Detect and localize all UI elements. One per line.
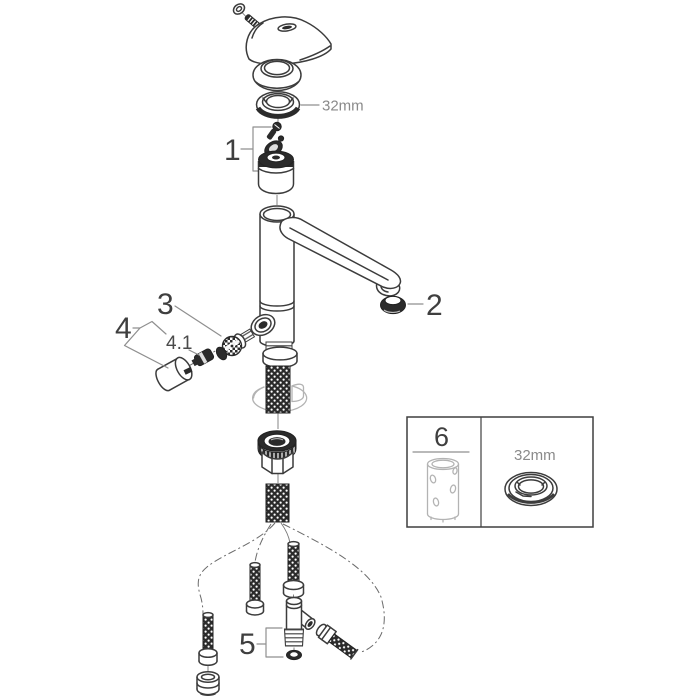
part-label-5: 5 (239, 628, 256, 661)
part-label-6: 6 (434, 422, 449, 452)
hose-connector-right (315, 623, 359, 660)
part-3-callout: 3 (157, 288, 222, 337)
flow-control-cap (155, 356, 193, 392)
part-4-callout: 4 (115, 312, 169, 369)
side-valve (215, 328, 256, 361)
flow-restrictor-4-1 (191, 348, 215, 367)
ring-nut-32mm (255, 90, 301, 119)
socket-tool (426, 457, 460, 523)
dome-cap (252, 58, 302, 92)
hose-routing-lines (197, 522, 385, 653)
aerator (380, 295, 406, 315)
part-5-callout: 5 (239, 627, 284, 661)
mounting-nut (257, 430, 297, 475)
part-label-2: 2 (426, 289, 443, 322)
handle-screw (232, 3, 261, 29)
top-size-callout: 32mm (300, 98, 364, 115)
braided-hose-lower (265, 483, 290, 523)
t-connector (283, 596, 316, 647)
mounting-tailpiece (262, 341, 298, 369)
cartridge (257, 150, 295, 195)
body-side-port (250, 313, 276, 337)
braided-hose-upper (265, 365, 291, 414)
part-2-callout: 2 (407, 289, 443, 322)
part-label-1: 1 (224, 134, 241, 167)
lever-handle (245, 16, 332, 66)
hose-connector-left (198, 611, 218, 667)
inset-box: 6 32mm (406, 416, 594, 528)
stud-right (282, 540, 305, 599)
part-label-4-1: 4.1 (166, 333, 192, 354)
top-size-label: 32mm (322, 98, 364, 115)
part-4-1-callout: 4.1 (166, 333, 200, 356)
part-label-4: 4 (115, 312, 132, 345)
t-connector-washer (286, 649, 302, 661)
spout (279, 216, 402, 297)
stud-middle (245, 561, 265, 616)
cartridge-screw (266, 121, 282, 140)
left-locknut-stack (196, 671, 220, 697)
inset-size-label: 32mm (514, 447, 556, 464)
ring-nut-inset (504, 471, 558, 507)
part-1-callout: 1 (224, 126, 272, 172)
part-label-3: 3 (157, 288, 174, 321)
